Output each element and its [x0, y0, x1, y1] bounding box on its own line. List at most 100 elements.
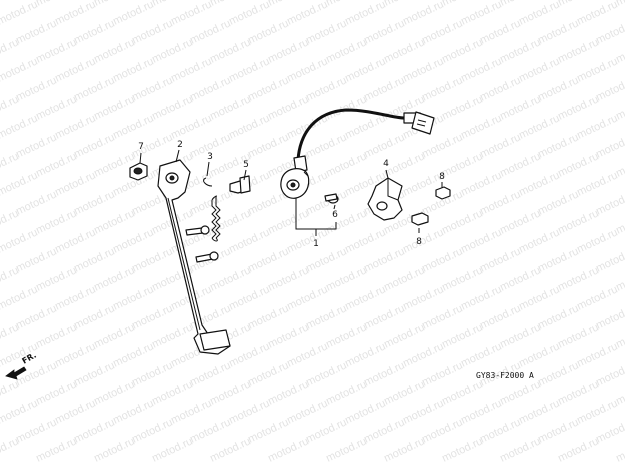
watermark-text: motod.ru [459, 0, 503, 28]
watermark-text: motod.ru [266, 93, 310, 122]
watermark-text: motod.ru [498, 435, 542, 464]
watermark-text: motod.ru [14, 416, 58, 445]
watermark-text: motod.ru [304, 131, 348, 160]
watermark-text: motod.ru [169, 0, 213, 28]
watermark-text: motod.ru [556, 150, 600, 179]
switch-bracket [367, 177, 403, 221]
watermark-text: motod.ru [401, 0, 445, 28]
watermark-text: motod.ru [382, 321, 426, 350]
watermark-text: motod.ru [0, 378, 21, 407]
watermark-text: motod.ru [594, 416, 625, 445]
watermark-text: motod.ru [72, 416, 116, 445]
watermark-text: motod.ru [285, 340, 329, 369]
watermark-text: motod.ru [440, 378, 484, 407]
watermark-text: motod.ru [459, 112, 503, 141]
watermark-text: motod.ru [72, 17, 116, 46]
watermark-text: motod.ru [304, 17, 348, 46]
bolt-8-lower [411, 212, 429, 226]
watermark-text: motod.ru [401, 283, 445, 312]
watermark-text: motod.ru [478, 188, 522, 217]
watermark-text: motod.ru [53, 283, 97, 312]
watermark-text: motod.ru [594, 131, 625, 160]
watermark-text: motod.ru [188, 74, 232, 103]
watermark-text: motod.ru [343, 112, 387, 141]
watermark-text: motod.ru [72, 74, 116, 103]
watermark-text: motod.ru [227, 397, 271, 426]
watermark-text: motod.ru [575, 169, 619, 198]
watermark-text: motod.ru [150, 435, 194, 464]
watermark-text: motod.ru [478, 416, 522, 445]
watermark-text: motod.ru [34, 321, 78, 350]
watermark-text: motod.ru [498, 321, 542, 350]
callout-1: 1 [313, 239, 319, 249]
watermark-text: motod.ru [130, 359, 174, 388]
watermark-text: motod.ru [536, 359, 580, 388]
watermark-text: motod.ru [130, 74, 174, 103]
watermark-text: motod.ru [0, 207, 21, 236]
watermark-text: motod.ru [14, 17, 58, 46]
watermark-text: motod.ru [227, 283, 271, 312]
watermark-text: motod.ru [517, 0, 561, 28]
watermark-text: motod.ru [478, 17, 522, 46]
watermark-text: motod.ru [246, 74, 290, 103]
watermark-text: motod.ru [536, 416, 580, 445]
watermark-text: motod.ru [324, 150, 368, 179]
watermark-text: motod.ru [517, 340, 561, 369]
watermark-text: motod.ru [14, 302, 58, 331]
watermark-text: motod.ru [92, 36, 136, 65]
watermark-text: motod.ru [208, 93, 252, 122]
watermark-text: motod.ru [420, 245, 464, 274]
watermark-text: motod.ru [285, 226, 329, 255]
watermark-text: motod.ru [0, 397, 40, 426]
watermark-text: motod.ru [382, 264, 426, 293]
watermark-text: motod.ru [420, 74, 464, 103]
watermark-text: motod.ru [246, 17, 290, 46]
side-stand [157, 159, 231, 355]
watermark-text: motod.ru [478, 74, 522, 103]
watermark-text: motod.ru [324, 435, 368, 464]
watermark-text: motod.ru [498, 207, 542, 236]
watermark-text: motod.ru [556, 378, 600, 407]
watermark-text: motod.ru [188, 416, 232, 445]
watermark-text: motod.ru [498, 378, 542, 407]
watermark-text: motod.ru [517, 55, 561, 84]
callout-2: 2 [177, 140, 183, 150]
watermark-text: motod.ru [401, 55, 445, 84]
watermark-text: motod.ru [517, 169, 561, 198]
watermark-text: motod.ru [208, 378, 252, 407]
watermark-text: motod.ru [594, 17, 625, 46]
watermark-text: motod.ru [34, 264, 78, 293]
watermark-text: motod.ru [246, 416, 290, 445]
watermark-text: motod.ru [111, 226, 155, 255]
watermark-text: motod.ru [111, 340, 155, 369]
watermark-text: motod.ru [575, 283, 619, 312]
watermark-text: motod.ru [14, 188, 58, 217]
watermark-text: motod.ru [169, 112, 213, 141]
watermark-text: motod.ru [459, 169, 503, 198]
watermark-text: motod.ru [420, 359, 464, 388]
watermark-text: motod.ru [536, 17, 580, 46]
watermark-text: motod.ru [362, 416, 406, 445]
watermark-text: motod.ru [227, 340, 271, 369]
watermark-text: motod.ru [594, 302, 625, 331]
watermark-text: motod.ru [498, 36, 542, 65]
watermark-text: motod.ru [72, 188, 116, 217]
watermark-text: motod.ru [575, 0, 619, 28]
watermark-text: motod.ru [575, 340, 619, 369]
watermark-text: motod.ru [575, 397, 619, 426]
watermark-text: motod.ru [150, 36, 194, 65]
watermark-text: motod.ru [324, 321, 368, 350]
watermark-text: motod.ru [150, 378, 194, 407]
watermark-text: motod.ru [92, 207, 136, 236]
watermark-text: motod.ru [498, 93, 542, 122]
watermark-text: motod.ru [246, 359, 290, 388]
watermark-text: motod.ru [459, 226, 503, 255]
leader-lines [139, 149, 443, 236]
watermark-text: motod.ru [382, 36, 426, 65]
watermark-text: motod.ru [0, 150, 21, 179]
watermark-text: motod.ru [382, 378, 426, 407]
watermark-text: motod.ru [169, 397, 213, 426]
watermark-text: motod.ru [614, 435, 625, 464]
watermark-text: motod.ru [266, 264, 310, 293]
watermark-text: motod.ru [517, 226, 561, 255]
